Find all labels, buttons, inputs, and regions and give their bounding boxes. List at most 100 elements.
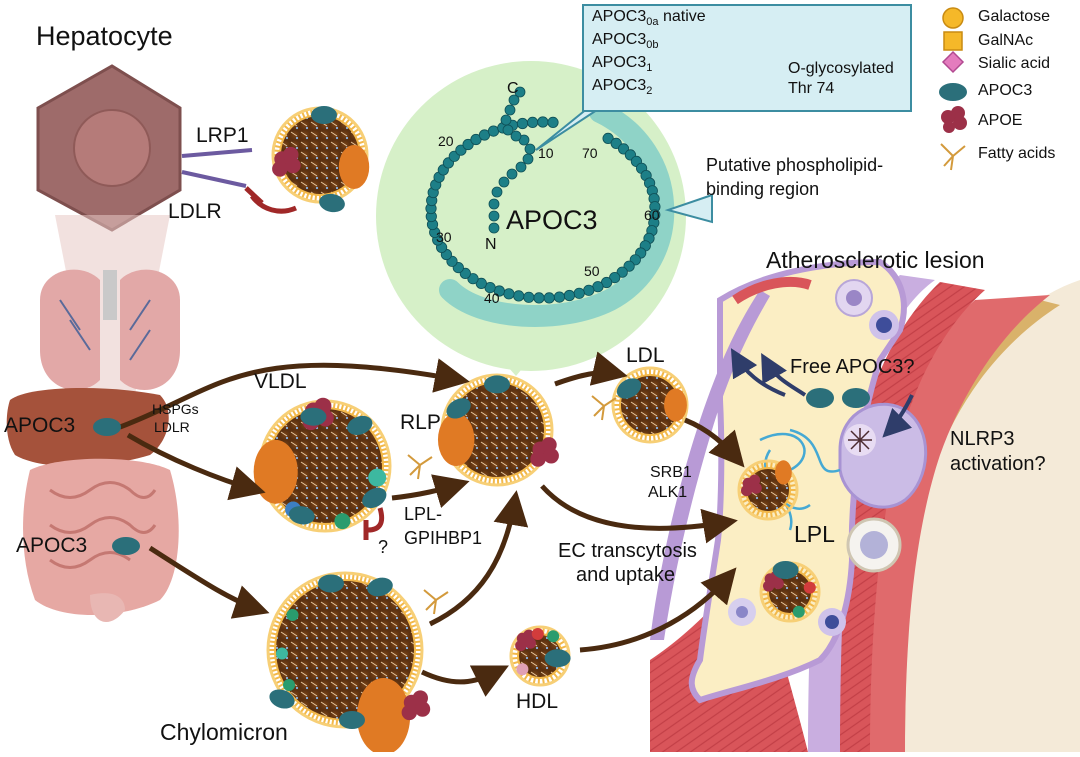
chylo-hdl-arrow (422, 670, 500, 682)
hepatocyte-lipoprotein (272, 106, 369, 214)
apolipoprotein (334, 513, 350, 529)
legend-galnac: GalNAc (978, 32, 1033, 50)
rlp-particle (438, 375, 559, 485)
glycoform-0b: APOC30b (592, 31, 659, 51)
legend-apoc3: APOC3 (978, 82, 1032, 100)
apolipoprotein (804, 582, 816, 594)
residue-20: 20 (438, 134, 454, 149)
apolipoprotein (532, 628, 544, 640)
helix-bead (564, 290, 574, 300)
apoe-protein (773, 578, 784, 589)
apolipoprotein (276, 648, 288, 660)
nlrp3-line2: activation? (950, 453, 1046, 475)
ec-transcytosis-line1: EC transcytosis (558, 540, 697, 562)
legend-apoe: APOE (978, 112, 1022, 130)
glycoform-2: APOC32 (592, 77, 652, 97)
alk1-label: ALK1 (648, 484, 687, 502)
liver-apoc3-label: APOC3 (4, 414, 75, 437)
hdl-particle (511, 627, 571, 685)
apoc3-ellipse-icon (939, 83, 967, 101)
galactose-circle-icon (943, 8, 963, 28)
ldlr-receptor (182, 172, 246, 186)
helix-bead-tail (489, 211, 499, 221)
lpl-label: LPL (794, 522, 835, 547)
fatty-acid-legend-icon (941, 144, 965, 170)
helix-bead (548, 117, 558, 127)
apoe-cluster-icon (941, 106, 967, 133)
apoc3-protein (773, 561, 799, 579)
ec-transcytosis-line2: and uptake (576, 564, 675, 586)
apoc3-protein (300, 408, 326, 426)
body-organs (7, 270, 180, 622)
helix-bead (554, 292, 564, 302)
apoc3-protein (318, 575, 344, 593)
rlp-lesion-arrow (542, 486, 728, 528)
srb1-label: SRB1 (650, 464, 692, 482)
apoe-protein (525, 638, 536, 649)
apob-protein (254, 440, 298, 504)
residue-10: 10 (538, 146, 554, 161)
lesion-lipoprotein-b (761, 561, 819, 621)
residue-30: 30 (436, 230, 452, 245)
rlp-ldl-arrow (555, 373, 618, 384)
apolipoprotein (547, 630, 559, 642)
hepatocyte-nucleus (74, 110, 150, 186)
residue-50: 50 (584, 264, 600, 279)
helix-bead-tail (503, 125, 513, 135)
apob-protein (775, 460, 792, 484)
helix-bead-tail (523, 154, 533, 164)
residue-40: 40 (484, 291, 500, 306)
helix-bead (514, 291, 524, 301)
binding-region-line2: binding region (706, 180, 819, 200)
apolipoprotein (516, 663, 528, 675)
residue-70: 70 (582, 146, 598, 161)
lesion-title: Atherosclerotic lesion (766, 248, 985, 273)
vldl-particle (254, 398, 390, 531)
apolipoprotein (287, 609, 299, 621)
lipolysis-question: ? (378, 538, 388, 558)
ldl-particle (613, 368, 687, 442)
helix-bead-tail (525, 144, 535, 154)
protein-name: APOC3 (506, 206, 598, 236)
ldl-label: LDL (626, 344, 665, 367)
apolipoprotein (793, 606, 805, 618)
ldlr-label: LDLR (168, 200, 222, 223)
glyco-note-line1: O-glycosylated (788, 60, 894, 78)
hspgs-line1: HSPGs (152, 402, 199, 417)
sialic-acid-diamond-icon (943, 52, 963, 72)
hdl-label: HDL (516, 690, 558, 713)
apob-protein (438, 413, 474, 466)
free-apoc3-label: Free APOC3? (790, 356, 915, 378)
helix-bead-tail (499, 177, 509, 187)
fatty-acid-icon (424, 590, 448, 614)
apoe-protein (544, 448, 559, 463)
apoe-protein (751, 483, 762, 494)
free-apoc3-b (842, 388, 870, 408)
apoe-protein (402, 705, 417, 720)
helix-bead (527, 117, 537, 127)
atherosclerotic-vessel (650, 262, 1080, 752)
helix-bead (574, 288, 584, 298)
glyco-note-line2: Thr 74 (788, 80, 834, 98)
hepatocyte-title: Hepatocyte (36, 22, 173, 52)
glycoform-native: APOC30a native (592, 8, 706, 28)
apolipoprotein (368, 469, 386, 487)
helix-bead-tail (516, 162, 526, 172)
apoc3-protein (311, 106, 337, 124)
helix-bead (524, 292, 534, 302)
intestine-apoc3-label: APOC3 (16, 534, 87, 557)
lrp1-receptor (182, 150, 252, 156)
chylomicron-label: Chylomicron (160, 720, 288, 745)
galnac-square-icon (944, 32, 962, 50)
helix-bead (504, 289, 514, 299)
helix-bead-tail (507, 169, 517, 179)
helix-bead (544, 293, 554, 303)
helix-bead (534, 293, 544, 303)
legend-galactose: Galactose (978, 8, 1050, 26)
helix-bead-tail (489, 199, 499, 209)
intestine-apoc3-marker (112, 537, 140, 555)
apolipoprotein (283, 679, 295, 691)
apoe-protein (741, 485, 752, 496)
